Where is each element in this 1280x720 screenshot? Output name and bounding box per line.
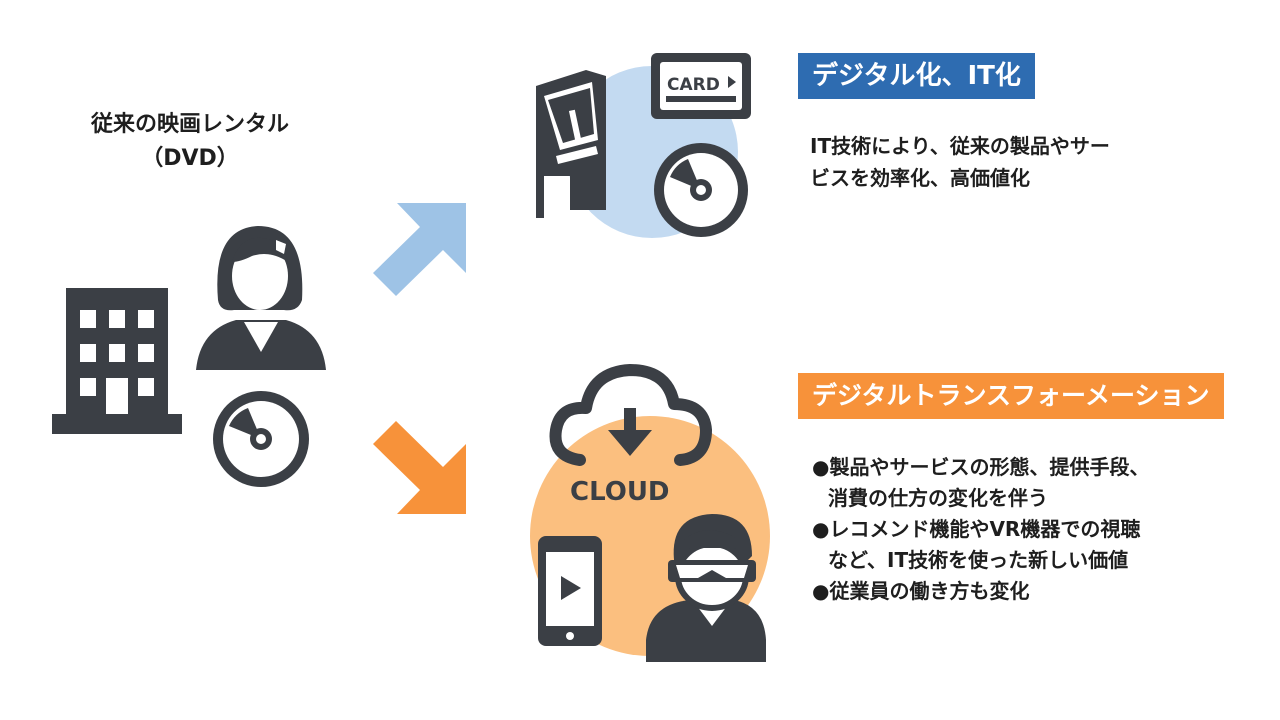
cloud-text: CLOUD (570, 477, 670, 507)
dvd-disc-icon (654, 143, 748, 237)
bullet-line: ●レコメンド機能やVR機器での視聴 (812, 517, 1141, 541)
title-line-2: （DVD） (141, 146, 239, 171)
list-item: ●従業員の働き方も変化 (812, 576, 1252, 607)
description-line-1: IT技術により、従来の製品やサー (810, 134, 1110, 158)
kiosk-icon (536, 70, 606, 218)
dvd-disc-icon (213, 391, 309, 487)
bullet-line: ●製品やサービスの形態、提供手段、 (812, 455, 1150, 479)
list-item: ●レコメンド機能やVR機器での視聴 など、IT技術を使った新しい価値 (812, 514, 1252, 576)
title-line-1: 従来の映画レンタル (90, 112, 289, 137)
smartphone-play-icon (538, 536, 602, 646)
description-line-2: ビスを効率化、高価値化 (810, 166, 1030, 190)
card-text: CARD (667, 75, 720, 95)
list-item: ●製品やサービスの形態、提供手段、 消費の仕方の変化を伴う (812, 452, 1252, 514)
traditional-rental-title: 従来の映画レンタル （DVD） (60, 108, 320, 176)
arrow-up-right-icon (373, 203, 466, 296)
woman-icon (196, 226, 326, 370)
arrow-down-right-icon (373, 421, 466, 514)
card-icon: CARD (651, 53, 751, 119)
dx-label: デジタルトランスフォーメーション (798, 373, 1224, 419)
vr-headset-man-icon (646, 514, 766, 662)
digitization-description: IT技術により、従来の製品やサー ビスを効率化、高価値化 (810, 130, 1190, 194)
digitization-label: デジタル化、IT化 (798, 53, 1035, 99)
bullet-line-continued: など、IT技術を使った新しい価値 (828, 548, 1129, 572)
dx-bullet-list: ●製品やサービスの形態、提供手段、 消費の仕方の変化を伴う ●レコメンド機能やV… (812, 452, 1252, 607)
cloud-download-icon (549, 364, 712, 466)
building-icon (52, 288, 182, 434)
bullet-line: ●従業員の働き方も変化 (812, 579, 1030, 603)
bullet-line-continued: 消費の仕方の変化を伴う (828, 486, 1048, 510)
